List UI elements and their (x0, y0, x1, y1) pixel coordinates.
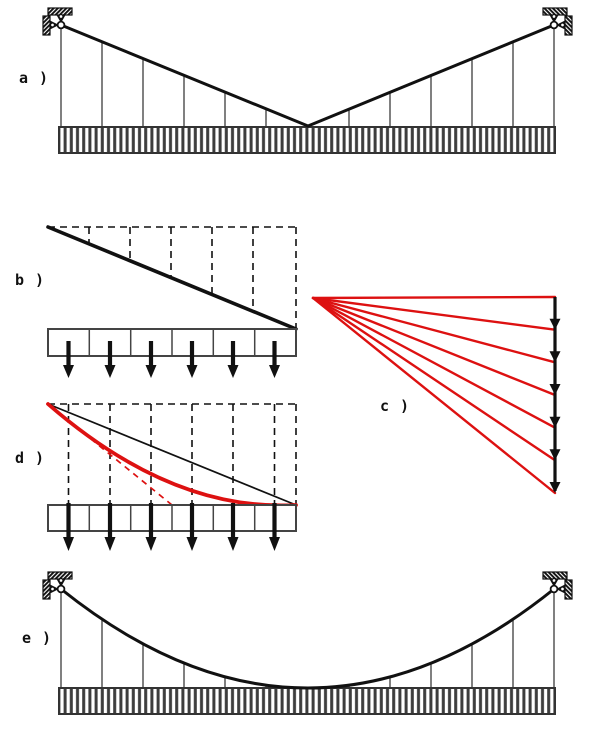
figure-c-label: c ) (380, 397, 411, 415)
construction-dashed-lines (48, 403, 297, 505)
figure-c-force-polygon (311, 295, 561, 495)
load-band (47, 328, 297, 357)
cable-curve (60, 587, 555, 690)
figure-b-panel-load-diagram (46, 225, 298, 378)
pin-support-icon (42, 7, 73, 36)
figure-e-parabolic-cable-system (42, 571, 573, 715)
hanger-lines (60, 25, 555, 127)
panel-dashed-lines (48, 226, 297, 329)
figure-d-funicular-diagram (46, 402, 298, 551)
pin-support-icon (542, 7, 573, 36)
deck-girder (58, 126, 556, 154)
chord-line (47, 403, 297, 506)
force-rays (311, 295, 557, 495)
load-vector-arrowheads (549, 318, 561, 493)
figure-a-label: a ) (19, 69, 50, 87)
figure-a-v-cable-system (42, 7, 573, 154)
figure-b-label: b ) (15, 271, 46, 289)
load-band (47, 504, 297, 532)
deck-girder (58, 687, 556, 715)
figure-d-label: d ) (15, 449, 46, 467)
cable-chord-line (46, 225, 298, 331)
cable-line (60, 23, 555, 128)
figure-e-label: e ) (22, 629, 53, 647)
